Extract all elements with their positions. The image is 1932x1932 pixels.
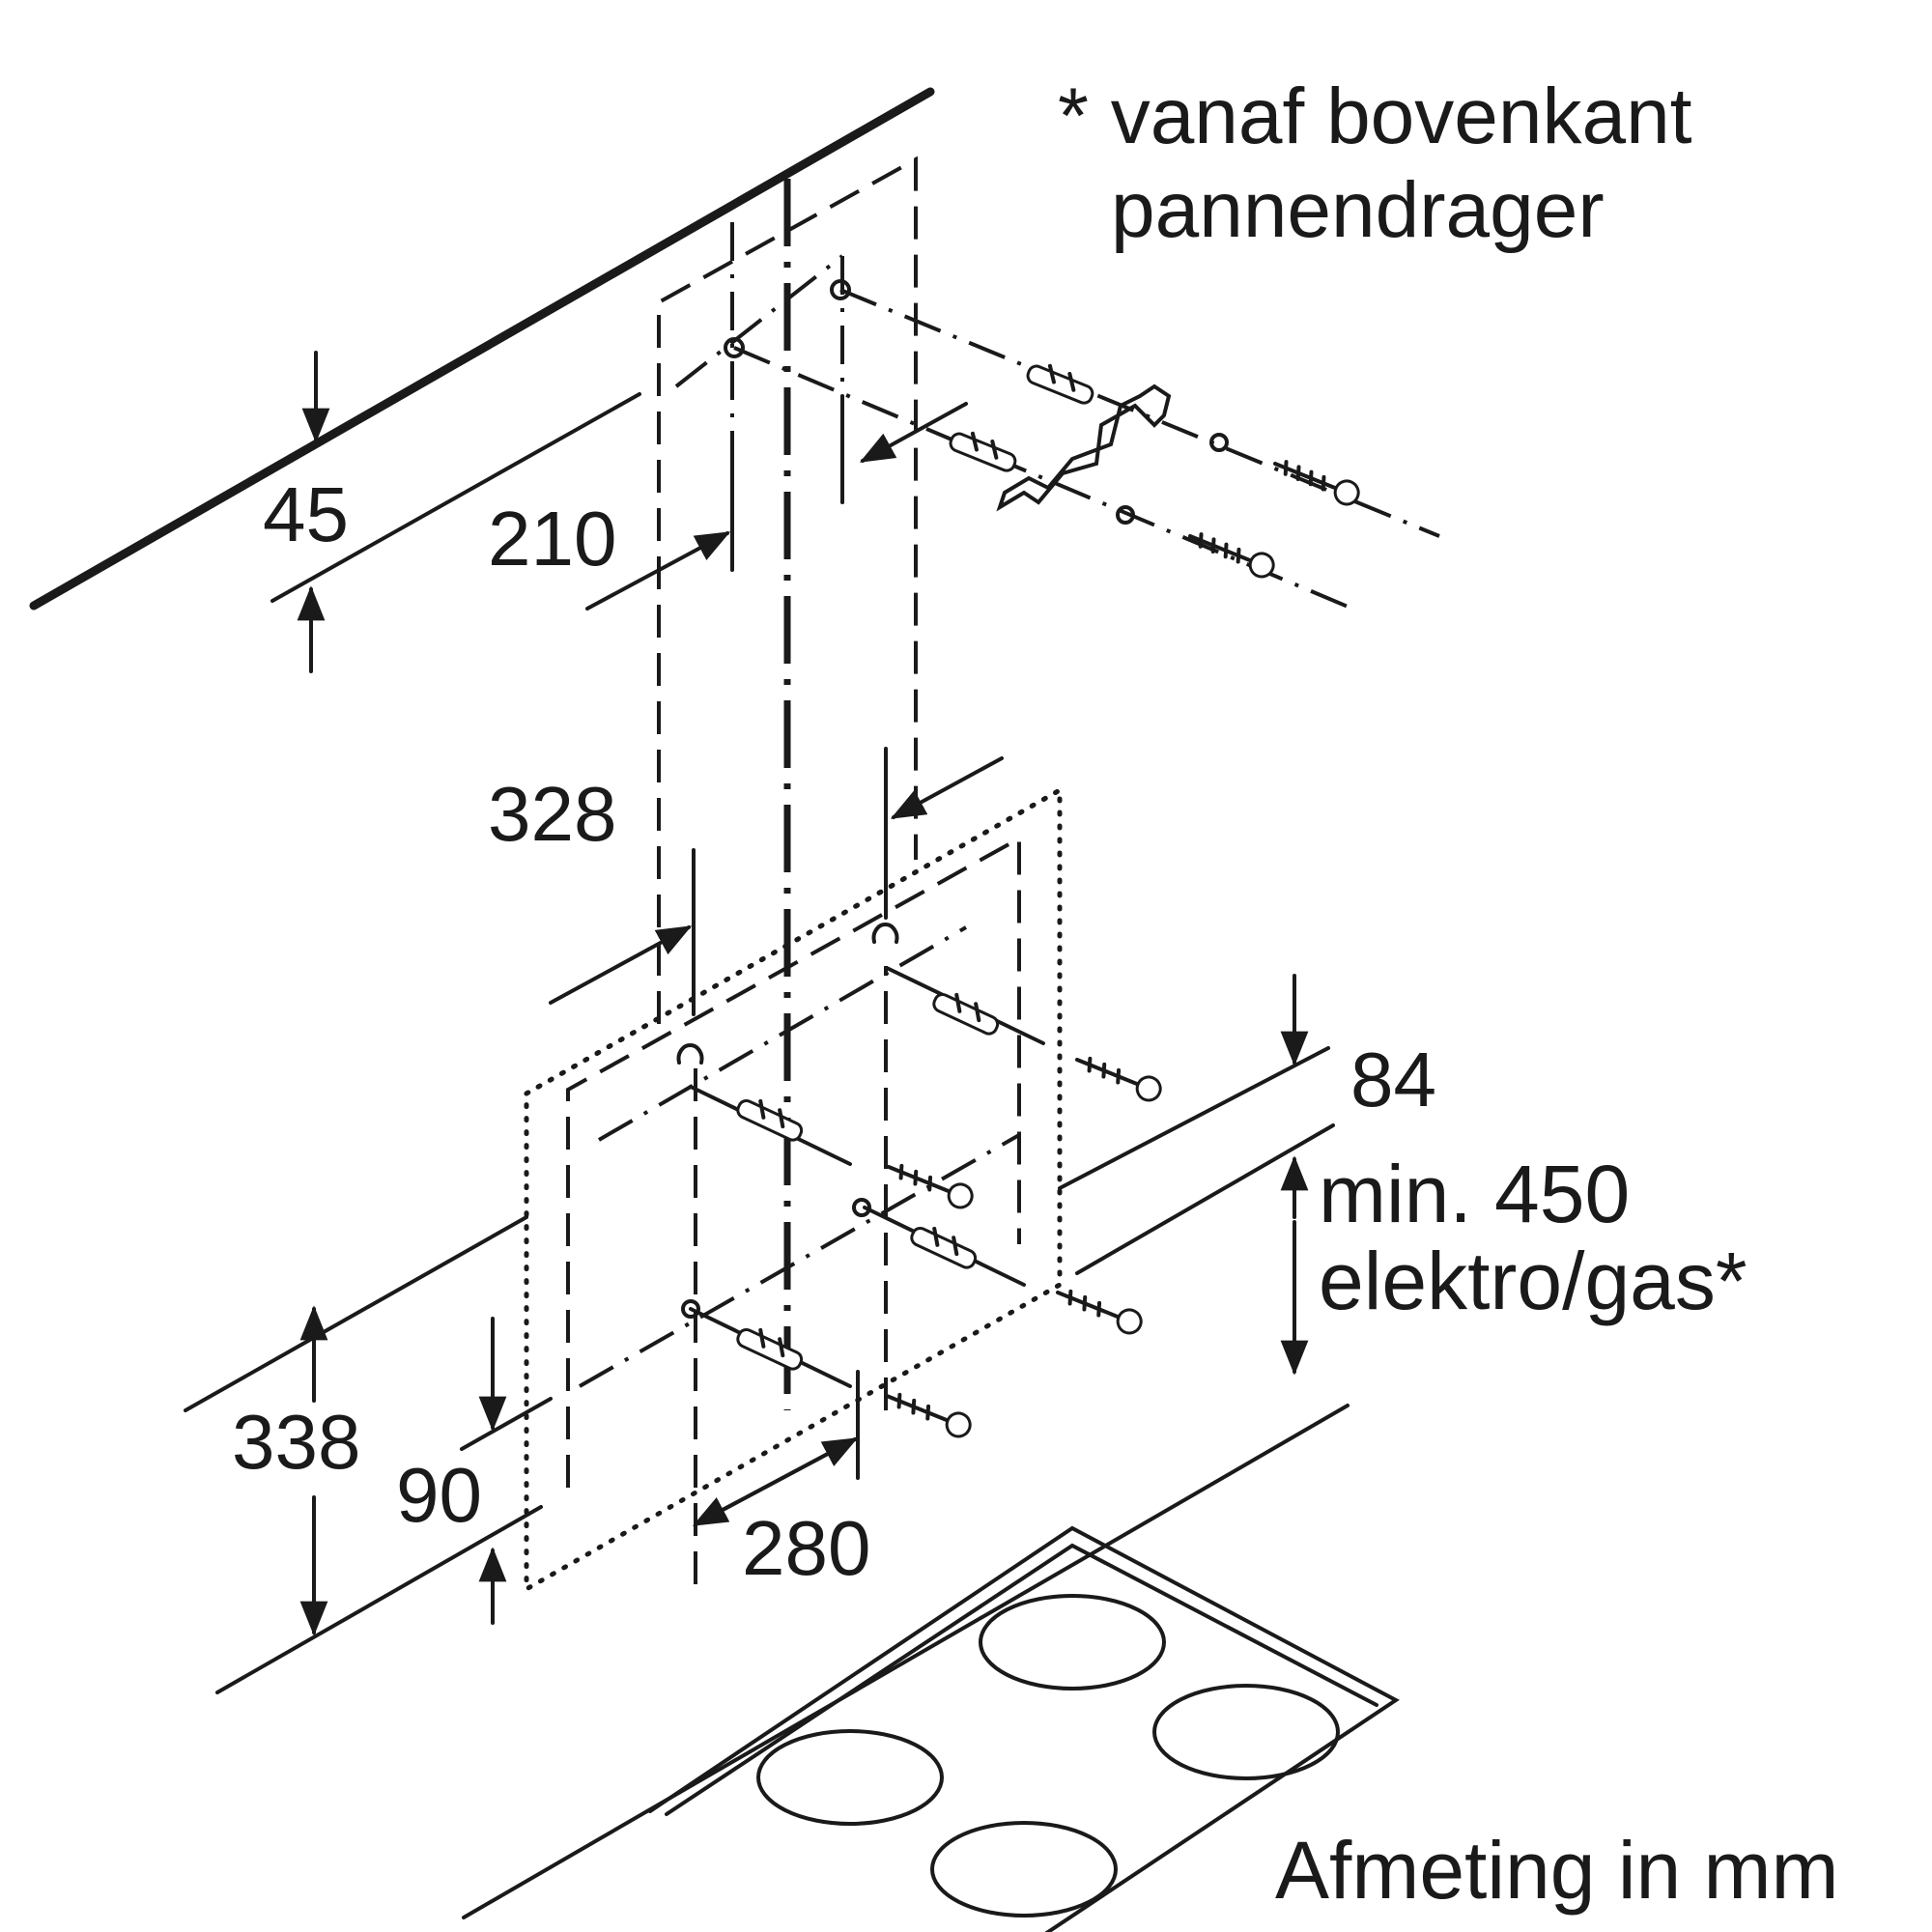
dimension-label-338: 338 — [232, 1399, 360, 1485]
wall-plug-icon — [949, 431, 1017, 472]
lower-box-outline — [524, 785, 1063, 1594]
wall-plug-icon — [1026, 363, 1094, 405]
burner-icon — [930, 1821, 1118, 1918]
unit-note: Afmeting in mm — [1275, 1825, 1839, 1916]
screw-icon — [885, 1392, 972, 1438]
note-top-line1: * vanaf bovenkant — [1058, 72, 1692, 160]
dimension-label-210: 210 — [488, 496, 616, 582]
mounting-hole-icon — [830, 279, 851, 300]
screw-icon — [887, 1163, 974, 1209]
dimension-label-280: 280 — [742, 1505, 870, 1591]
dimension-label-84: 84 — [1350, 1037, 1436, 1122]
screw-icon — [1273, 460, 1360, 506]
mounting-bracket-icon — [996, 384, 1172, 512]
keyhole-icon — [871, 923, 899, 944]
burner-icon — [1152, 1684, 1340, 1780]
wall-plug-icon — [736, 1098, 804, 1142]
wall-plug-icon — [736, 1327, 804, 1371]
note-min-line2: elektro/gas* — [1319, 1236, 1747, 1326]
mounting-hole-icon — [724, 337, 745, 358]
screw-icon — [1075, 1056, 1162, 1102]
burner-icon — [979, 1594, 1166, 1690]
cooktop-icon — [462, 1404, 1400, 1932]
dimension-lines — [184, 351, 1335, 1694]
mounting-hole-icon — [852, 1198, 871, 1217]
wall-plug-icon — [932, 992, 1000, 1036]
washer-icon — [1209, 433, 1229, 452]
keyhole-icon — [676, 1043, 704, 1065]
note-top-line2: pannendrager — [1111, 166, 1605, 254]
dimension-label-45: 45 — [263, 471, 349, 557]
note-min-line1: min. 450 — [1319, 1149, 1630, 1239]
screw-icon — [1188, 532, 1275, 579]
ceiling-line — [29, 87, 935, 611]
dimension-label-90: 90 — [396, 1452, 482, 1538]
mounting-hole-icon — [681, 1299, 700, 1319]
lower-mounting-hardware — [676, 923, 1162, 1438]
inner-hood-outline — [566, 835, 1021, 1584]
burner-icon — [756, 1729, 944, 1826]
dimension-label-328: 328 — [488, 771, 616, 857]
top-mounting-hardware — [724, 279, 1440, 611]
screw-icon — [1056, 1289, 1143, 1335]
washer-icon — [1116, 505, 1135, 525]
wall-plug-icon — [910, 1226, 978, 1269]
